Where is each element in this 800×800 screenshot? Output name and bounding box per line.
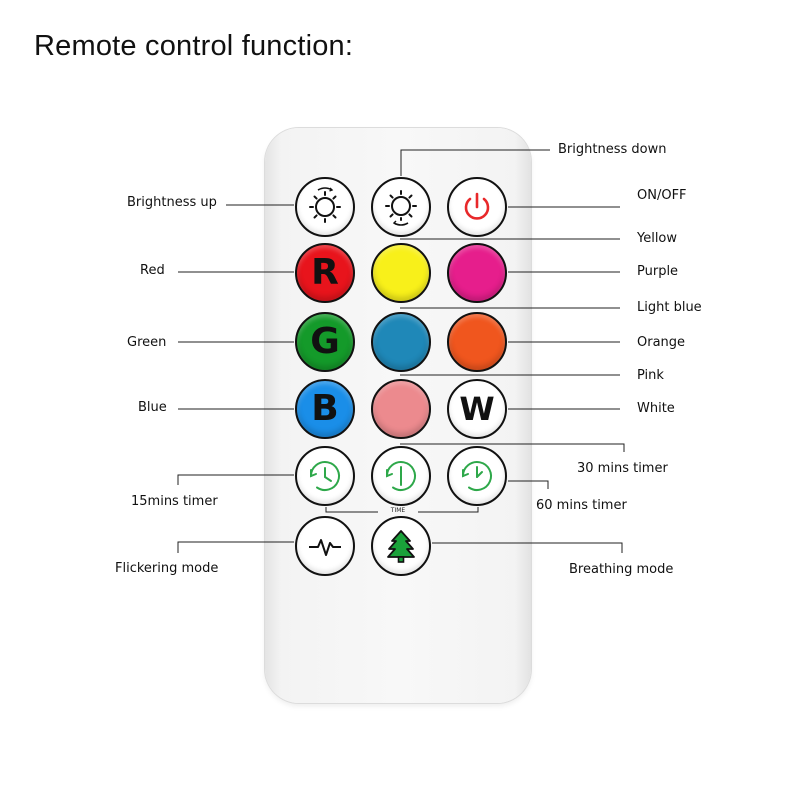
timer-60-button[interactable]	[447, 446, 507, 506]
blue-button[interactable]: B	[295, 379, 355, 439]
label-purple: Purple	[637, 264, 679, 279]
purple-button[interactable]	[447, 243, 507, 303]
green-button[interactable]: G	[295, 312, 355, 372]
power-icon	[464, 192, 490, 220]
orange-button[interactable]	[447, 312, 507, 372]
label-breathing-mode: Breathing mode	[569, 562, 674, 577]
timer-icon	[386, 461, 416, 491]
breathing-mode-button[interactable]	[371, 516, 431, 576]
blue-button-letter: B	[311, 387, 339, 429]
brightness-up-button[interactable]	[295, 177, 355, 237]
label-red: Red	[140, 263, 165, 278]
page-title: Remote control function:	[34, 30, 354, 62]
label-on-off: ON/OFF	[637, 188, 687, 203]
label-white: White	[637, 401, 675, 416]
label-blue: Blue	[138, 400, 167, 415]
timer-icon	[310, 461, 340, 491]
label-brightness-down: Brightness down	[558, 142, 667, 157]
timer-15-button[interactable]	[295, 446, 355, 506]
flickering-mode-button[interactable]	[295, 516, 355, 576]
tree-icon	[387, 530, 415, 563]
red-button-letter: R	[311, 251, 339, 293]
label-orange: Orange	[637, 335, 686, 350]
timer-30-button[interactable]	[371, 446, 431, 506]
label-60-mins-timer: 60 mins timer	[536, 498, 627, 513]
green-button-letter: G	[310, 320, 340, 362]
label-flickering-mode: Flickering mode	[115, 561, 219, 576]
label-light-blue: Light blue	[637, 300, 702, 315]
on-off-button[interactable]	[447, 177, 507, 237]
timer-icon	[462, 461, 492, 491]
power-icon-ring	[464, 197, 490, 220]
label-30-mins-timer: 30 mins timer	[577, 461, 668, 476]
brightness-down-button[interactable]	[371, 177, 431, 237]
label-brightness-up: Brightness up	[127, 195, 217, 210]
time-label: TIME	[376, 506, 420, 516]
sun-down-icon	[385, 190, 417, 226]
label-yellow: Yellow	[637, 231, 678, 246]
label-pink: Pink	[637, 368, 664, 383]
yellow-button[interactable]	[371, 243, 431, 303]
light-blue-button[interactable]	[371, 312, 431, 372]
pink-button[interactable]	[371, 379, 431, 439]
white-button[interactable]: W	[447, 379, 507, 439]
white-button-letter: W	[459, 389, 495, 428]
red-button[interactable]: R	[295, 243, 355, 303]
label-15mins-timer: 15mins timer	[131, 494, 218, 509]
pulse-icon	[309, 539, 341, 556]
sun-up-icon	[309, 187, 341, 223]
label-green: Green	[127, 335, 167, 350]
